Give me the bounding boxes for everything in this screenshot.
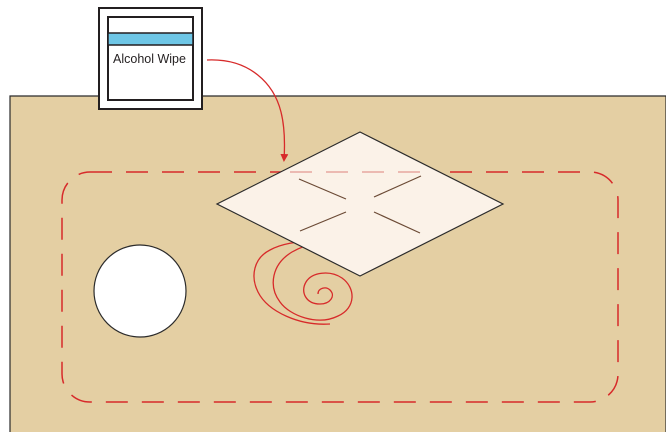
wipe-slit-bottom-right [373, 211, 421, 234]
wipe-slit-top-left [298, 178, 347, 200]
spiral-wiping-motion [272, 240, 353, 321]
packet-to-sheet-arrow [206, 59, 289, 162]
packet-inner-frame [107, 16, 194, 101]
packet-label: Alcohol Wipe [113, 52, 186, 66]
circular-hole [93, 244, 187, 338]
wipe-slit-bottom-left [299, 211, 347, 232]
packet-stripe [107, 32, 194, 46]
wipe-sheet-diamond [215, 131, 505, 277]
wipe-slit-top-right [373, 175, 422, 198]
alcohol-wipe-packet: Alcohol Wipe [98, 7, 203, 110]
dashed-wipe-area-outline [61, 171, 619, 403]
alcohol-wipe-sheet [215, 131, 505, 277]
